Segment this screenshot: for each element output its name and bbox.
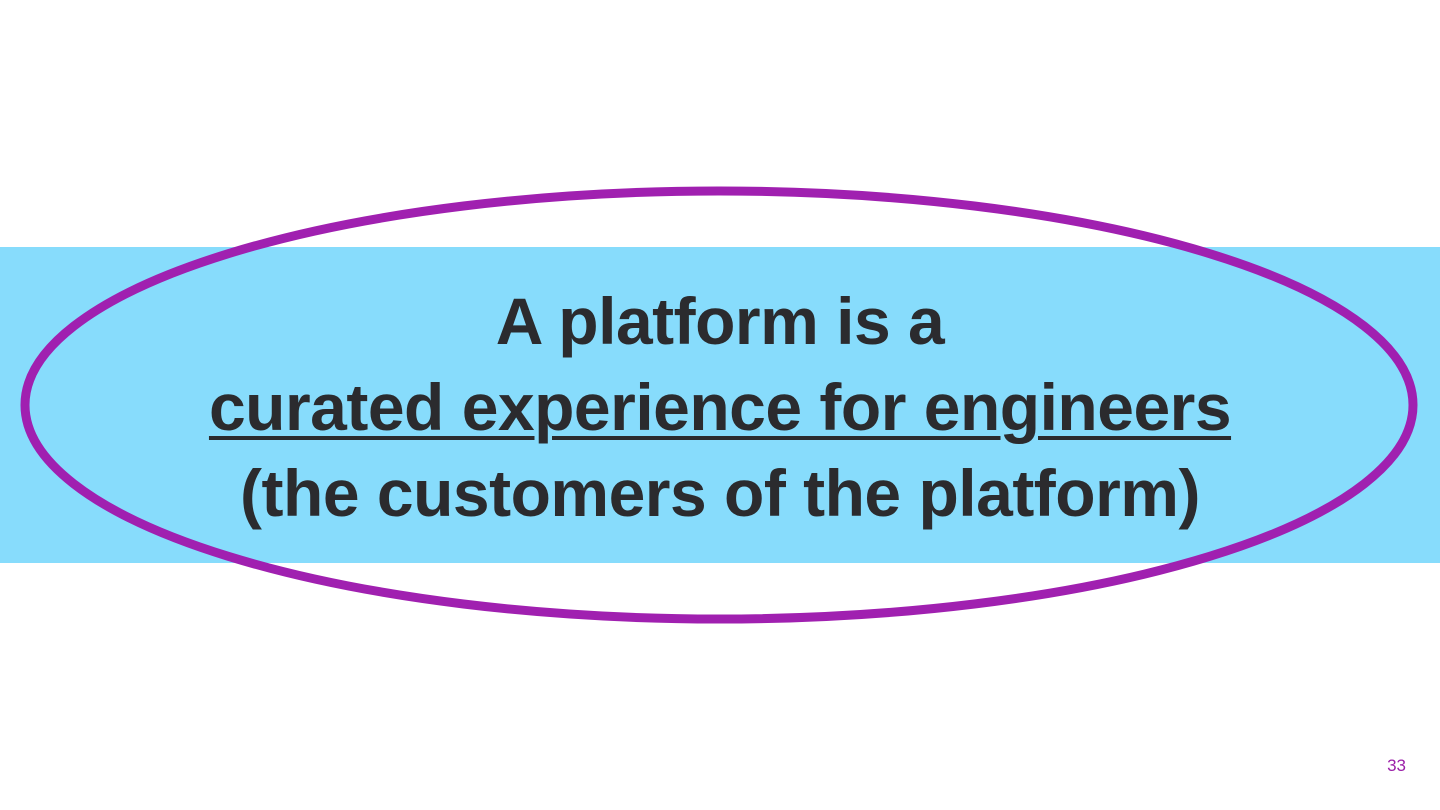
statement-line-2: curated experience for engineers bbox=[0, 364, 1440, 450]
page-number: 33 bbox=[1387, 756, 1406, 775]
platform-definition: A platform is a curated experience for e… bbox=[0, 278, 1440, 536]
statement-line-1: A platform is a bbox=[495, 284, 945, 358]
emphasized-phrase: curated experience for engineers bbox=[208, 370, 1232, 444]
highlight-band bbox=[0, 247, 1440, 563]
statement-line-3: (the customers of the platform) bbox=[240, 456, 1200, 530]
